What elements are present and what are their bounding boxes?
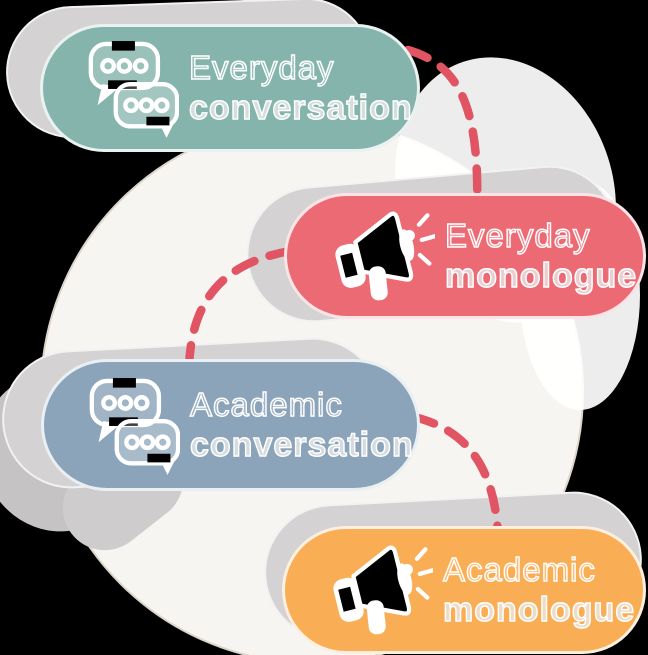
pill-everyday-conversation[interactable]: Everyday conversation bbox=[40, 24, 420, 152]
connector-3 bbox=[409, 412, 503, 539]
pill-everyday-monologue[interactable]: Everyday monologue bbox=[284, 193, 646, 319]
megaphone-icon bbox=[329, 537, 433, 643]
pill-label-line2: conversation bbox=[189, 425, 414, 464]
speech-bubbles-icon bbox=[88, 373, 180, 477]
pill-label-line2: conversation bbox=[188, 88, 413, 127]
pill-label-line1: Academic bbox=[189, 385, 343, 423]
connector-1 bbox=[403, 45, 482, 213]
pill-academic-monologue[interactable]: Academic monologue bbox=[282, 526, 646, 654]
pill-academic-conversation[interactable]: Academic conversation bbox=[41, 359, 420, 491]
pill-label-line1: Everyday bbox=[444, 216, 591, 254]
connector-2 bbox=[184, 246, 295, 385]
pill-label-line2: monologue bbox=[444, 256, 638, 295]
pill-label-line1: Academic bbox=[442, 550, 596, 588]
speech-bubbles-icon bbox=[87, 36, 179, 140]
pill-label-line2: monologue bbox=[442, 590, 636, 629]
pill-label-line1: Everyday bbox=[188, 48, 335, 86]
megaphone-icon bbox=[331, 203, 435, 309]
